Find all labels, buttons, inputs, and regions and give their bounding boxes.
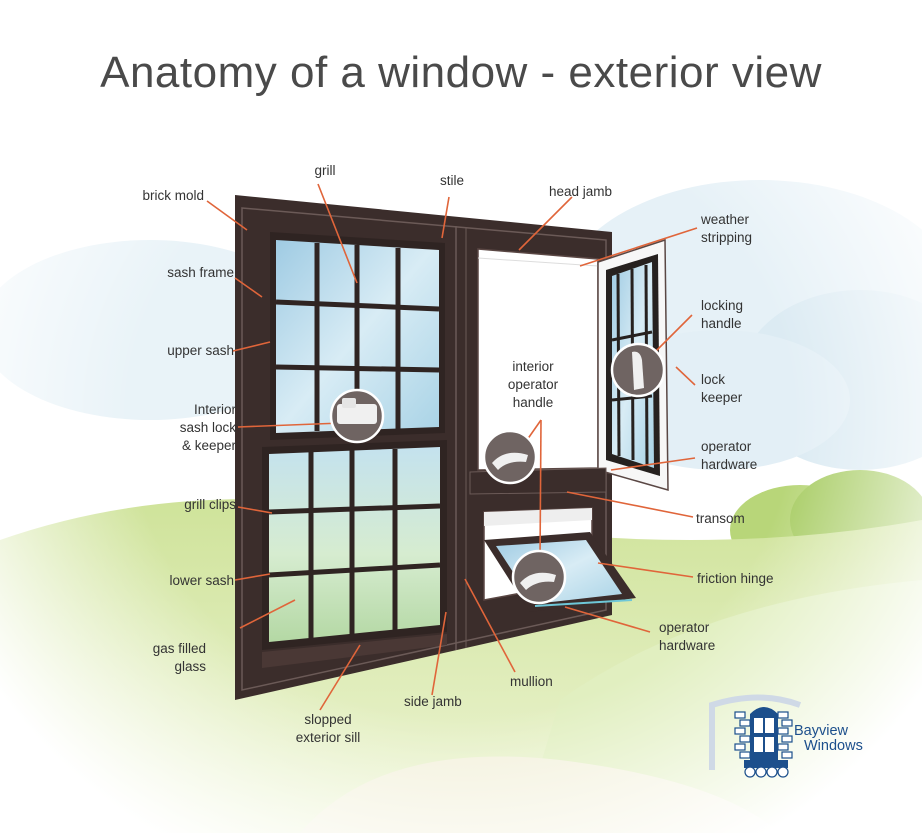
bayview-logo-text: Bayview Windows — [794, 724, 863, 754]
label-lower-sash: lower sash — [169, 573, 234, 588]
logo-line-2: Windows — [804, 738, 863, 754]
label-locking-handle: locking handle — [701, 298, 744, 331]
label-grill-clips: grill clips — [184, 497, 236, 512]
label-grill: grill — [314, 163, 336, 178]
label-friction-hinge: friction hinge — [697, 571, 774, 586]
hardware-callouts — [329, 342, 666, 605]
label-operator-hardware-top: operator hardware — [701, 439, 758, 472]
label-head-jamb: head jamb — [549, 184, 613, 199]
page-title: Anatomy of a window - exterior view — [100, 48, 822, 97]
label-slopped-exterior-sill: slopped exterior sill — [295, 712, 361, 745]
label-weather-stripping: weather stripping — [701, 212, 753, 245]
label-interior-sash-lock: Interior sash lock & keeper — [179, 402, 236, 453]
label-mullion: mullion — [510, 674, 553, 689]
sill-shape — [262, 634, 447, 668]
label-brick-mold: brick mold — [142, 188, 204, 203]
label-side-jamb: side jamb — [404, 694, 462, 709]
label-lock-keeper: lock keeper — [701, 372, 743, 405]
lower-grill — [268, 449, 441, 638]
label-sash-frame: sash frame — [167, 265, 234, 280]
bayview-logo-building — [709, 694, 802, 778]
label-transom: transom — [696, 511, 745, 526]
label-operator-hardware-bottom: operator hardware — [659, 620, 716, 653]
leader-lines — [206, 183, 698, 711]
label-upper-sash: upper sash — [167, 343, 234, 358]
label-interior-operator-handle: interior operator handle — [507, 359, 559, 410]
label-stile: stile — [439, 173, 464, 188]
label-gas-filled-glass: gas filled glass — [152, 641, 206, 674]
logo-line-1: Bayview — [794, 723, 848, 739]
